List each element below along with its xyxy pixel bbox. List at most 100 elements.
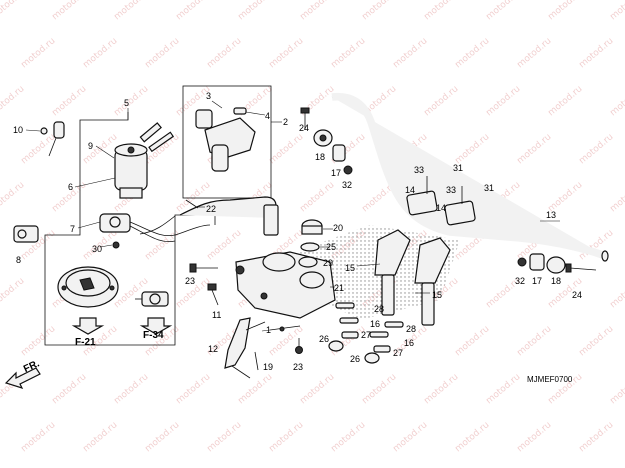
washers-stack — [328, 302, 404, 364]
callout-label: 26 — [319, 334, 329, 344]
callout-label: 29 — [323, 258, 333, 268]
watermark-text: motod.ru — [608, 372, 625, 406]
upper-holder-right-14 — [444, 186, 476, 226]
callout-label: 28 — [374, 304, 384, 314]
watermark-text: motod.ru — [143, 36, 181, 70]
callout-label: 16 — [404, 338, 414, 348]
upper-holder-left-14 — [406, 176, 438, 216]
watermark-text: motod.ru — [267, 420, 305, 454]
watermark-text: motod.ru — [515, 132, 553, 166]
watermark-text: motod.ru — [267, 36, 305, 70]
bolt-23-lower — [295, 338, 303, 354]
watermark-text: motod.ru — [143, 420, 181, 454]
watermark-text: motod.ru — [608, 180, 625, 214]
callout-label: 28 — [406, 324, 416, 334]
watermark-text: motod.ru — [81, 36, 119, 70]
leader-lines — [25, 100, 560, 332]
reference-f34-label: F-34 — [143, 330, 164, 341]
callout-label: 13 — [546, 210, 556, 220]
bolt-11 — [207, 283, 219, 306]
bolt-30 — [112, 241, 120, 249]
watermark-text: motod.ru — [453, 36, 491, 70]
callout-label: 15 — [432, 290, 442, 300]
nut-32-upper — [343, 165, 353, 175]
watermark-text: motod.ru — [236, 372, 274, 406]
watermark-text: motod.ru — [174, 0, 212, 22]
key-10 — [40, 121, 65, 157]
callout-label: 25 — [326, 242, 336, 252]
callout-label: 30 — [92, 244, 102, 254]
ignition-switch — [114, 122, 175, 199]
ignition-switch-group — [40, 108, 216, 346]
switch-bracket-8 — [13, 225, 39, 243]
bolt-19 — [254, 351, 259, 371]
watermark-text: motod.ru — [0, 276, 26, 310]
holder-18-upper — [313, 129, 333, 147]
washer-25 — [300, 242, 320, 252]
lower-holder-left-15 — [374, 229, 411, 316]
reference-f21-label: F-21 — [75, 337, 96, 348]
washer-29 — [298, 256, 318, 268]
callout-label: 21 — [334, 283, 344, 293]
watermark-text: motod.ru — [267, 132, 305, 166]
lower-holder-right-15 — [414, 237, 451, 326]
watermark-text: motod.ru — [19, 420, 57, 454]
watermark-text: motod.ru — [205, 36, 243, 70]
watermark-text: motod.ru — [112, 0, 150, 22]
callout-label: 10 — [13, 125, 23, 135]
watermark-text: motod.ru — [0, 0, 26, 22]
watermark-text: motod.ru — [546, 0, 584, 22]
front-direction-arrow: FR. — [4, 358, 41, 389]
callout-label: 12 — [208, 344, 218, 354]
watermark-text: motod.ru — [329, 36, 367, 70]
callout-label: 5 — [124, 98, 129, 108]
bar-end-right — [517, 253, 597, 274]
watermark-text: motod.ru — [577, 324, 615, 358]
callout-label: 1 — [266, 325, 271, 335]
watermark-text: motod.ru — [484, 372, 522, 406]
watermark-text: motod.ru — [174, 372, 212, 406]
watermark-text: motod.ru — [360, 372, 398, 406]
watermark-text: motod.ru — [81, 420, 119, 454]
callout-label: 24 — [299, 123, 309, 133]
callout-label: 8 — [16, 255, 21, 265]
callout-label: 16 — [370, 319, 380, 329]
callout-label: 32 — [342, 180, 352, 190]
watermark-text: motod.ru — [329, 420, 367, 454]
watermark-text: motod.ru — [515, 420, 553, 454]
callout-label: 33 — [446, 185, 456, 195]
watermark-text: motod.ru — [236, 0, 274, 22]
callout-labels: 1 2 3 4 5 6 7 8 9 10 11 12 13 14 14 15 1… — [13, 91, 582, 372]
callout-label: 23 — [293, 362, 303, 372]
callout-label: 14 — [436, 203, 446, 213]
diagram-code: MJMEF0700 — [527, 375, 573, 384]
bolt-23-upper — [189, 263, 218, 273]
fuel-cap — [57, 266, 119, 308]
callout-label: 26 — [350, 354, 360, 364]
handlebar-13 — [331, 92, 609, 262]
ref-arrow-f34 — [139, 317, 173, 335]
callout-label: 23 — [185, 276, 195, 286]
watermark-text: motod.ru — [298, 180, 336, 214]
callout-label: 17 — [331, 168, 341, 178]
watermark-text: motod.ru — [112, 372, 150, 406]
watermark-text: motod.ru — [0, 84, 26, 118]
watermark-text: motod.ru — [143, 228, 181, 262]
cap-nut-20 — [301, 219, 323, 235]
watermark-text: motod.ru — [205, 420, 243, 454]
callout-label: 31 — [453, 163, 463, 173]
watermark-text: motod.ru — [0, 180, 26, 214]
watermark-text: motod.ru — [19, 36, 57, 70]
watermark-text: motod.ru — [298, 0, 336, 22]
callout-label: 9 — [88, 141, 93, 151]
switch-housing — [195, 107, 256, 172]
watermark-text: motod.ru — [608, 0, 625, 22]
bolt-22 — [185, 199, 199, 209]
callout-label: 15 — [345, 263, 355, 273]
top-bridge-21 — [235, 251, 336, 319]
watermark-text: motod.ru — [50, 0, 88, 22]
watermark-text: motod.ru — [391, 36, 429, 70]
callout-label: 2 — [283, 117, 288, 127]
watermark-text: motod.ru — [360, 0, 398, 22]
